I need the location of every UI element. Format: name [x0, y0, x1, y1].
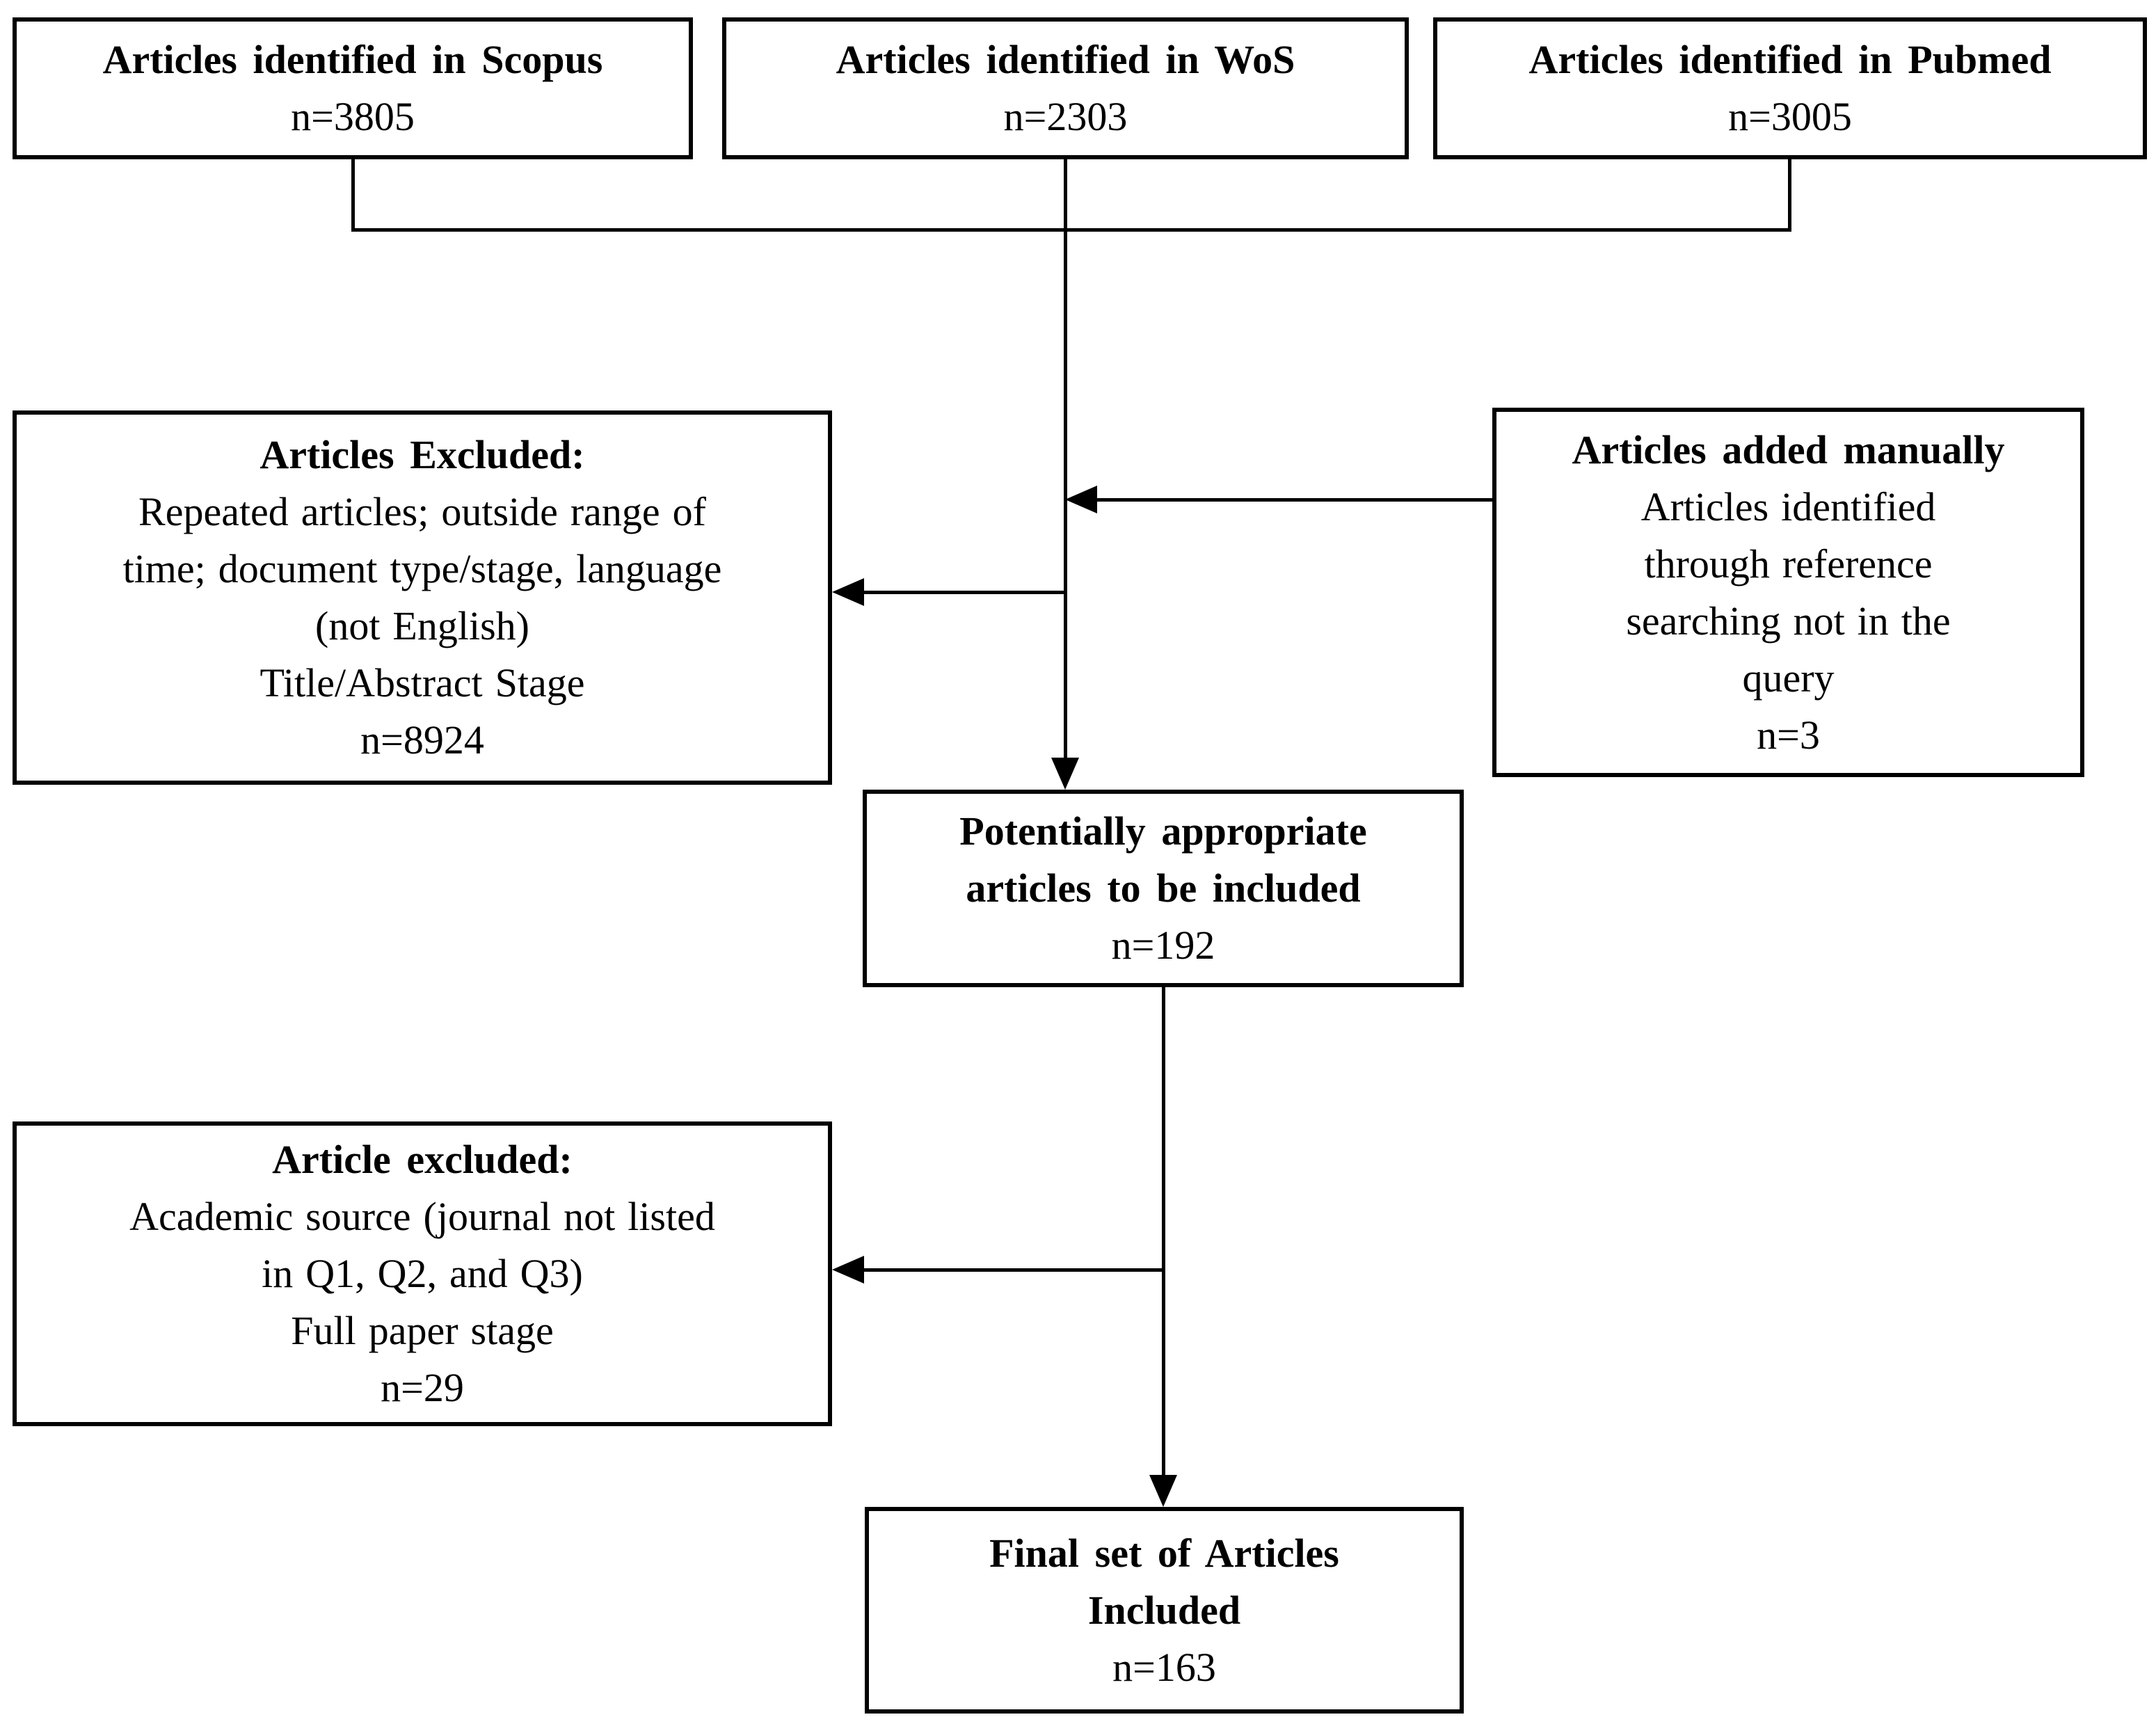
- connector-added-manually-horizontal: [1092, 498, 1492, 502]
- added-manually-line: Articles identified: [1640, 484, 1936, 529]
- added-manually-line: through reference: [1644, 541, 1933, 586]
- box-pubmed-title: Articles identified in Pubmed: [1528, 37, 2052, 82]
- box-wos: Articles identified in WoS n=2303: [722, 17, 1409, 159]
- excluded-title-abstract-line: (not English): [315, 603, 529, 648]
- excluded-title-abstract-line: Repeated articles; outside range of: [138, 489, 706, 534]
- box-scopus-title: Articles identified in Scopus: [102, 37, 603, 82]
- added-manually-line: query: [1742, 655, 1835, 701]
- arrowhead-into-excluded-full-paper: [832, 1256, 864, 1284]
- added-manually-count: n=3: [1757, 712, 1820, 758]
- potentially-appropriate-count: n=192: [1111, 923, 1215, 968]
- excluded-full-paper-line: Academic source (journal not listed: [129, 1194, 715, 1239]
- box-pubmed: Articles identified in Pubmed n=3005: [1433, 17, 2147, 159]
- box-final-set: Final set of Articles Included n=163: [865, 1507, 1464, 1714]
- potentially-appropriate-title: Potentially appropriate: [959, 808, 1367, 854]
- final-set-count: n=163: [1112, 1644, 1216, 1690]
- excluded-title-abstract-heading: Articles Excluded:: [259, 432, 585, 477]
- potentially-appropriate-title: articles to be included: [966, 865, 1361, 911]
- box-scopus: Articles identified in Scopus n=3805: [13, 17, 693, 159]
- excluded-full-paper-count: n=29: [381, 1365, 464, 1410]
- box-excluded-full-paper: Article excluded: Academic source (journ…: [13, 1121, 832, 1426]
- excluded-full-paper-line: in Q1, Q2, and Q3): [262, 1251, 583, 1296]
- connector-excluded-full-paper-horizontal: [861, 1268, 1165, 1272]
- box-excluded-title-abstract: Articles Excluded: Repeated articles; ou…: [13, 410, 832, 785]
- box-wos-count: n=2303: [1003, 94, 1128, 139]
- connector-potential-drop: [1162, 987, 1165, 1478]
- added-manually-heading: Articles added manually: [1572, 426, 2005, 472]
- box-potentially-appropriate: Potentially appropriate articles to be i…: [863, 790, 1464, 987]
- connector-merge-horizontal: [351, 228, 1791, 232]
- arrowhead-into-final-set: [1149, 1475, 1177, 1507]
- excluded-title-abstract-line: time; document type/stage, language: [122, 546, 722, 591]
- connector-pubmed-drop: [1788, 159, 1791, 231]
- connector-excluded-title-abstract-horizontal: [861, 591, 1067, 594]
- box-pubmed-count: n=3005: [1728, 94, 1852, 139]
- excluded-title-abstract-line: Title/Abstract Stage: [259, 660, 585, 705]
- final-set-title: Final set of Articles: [989, 1530, 1339, 1576]
- box-wos-title: Articles identified in WoS: [836, 37, 1295, 82]
- added-manually-line: searching not in the: [1626, 598, 1951, 644]
- excluded-title-abstract-count: n=8924: [360, 717, 484, 762]
- box-added-manually: Articles added manually Articles identif…: [1492, 408, 2084, 777]
- arrowhead-into-excluded-title-abstract: [832, 578, 864, 606]
- arrowhead-added-manually-into-flow: [1065, 486, 1097, 513]
- excluded-full-paper-heading: Article excluded:: [272, 1137, 573, 1182]
- excluded-full-paper-line: Full paper stage: [291, 1308, 554, 1353]
- final-set-title: Included: [1087, 1587, 1241, 1633]
- arrowhead-into-potentially-appropriate: [1051, 758, 1079, 790]
- connector-scopus-drop: [351, 159, 355, 231]
- connector-wos-drop-main-flow: [1064, 159, 1067, 762]
- box-scopus-count: n=3805: [291, 94, 415, 139]
